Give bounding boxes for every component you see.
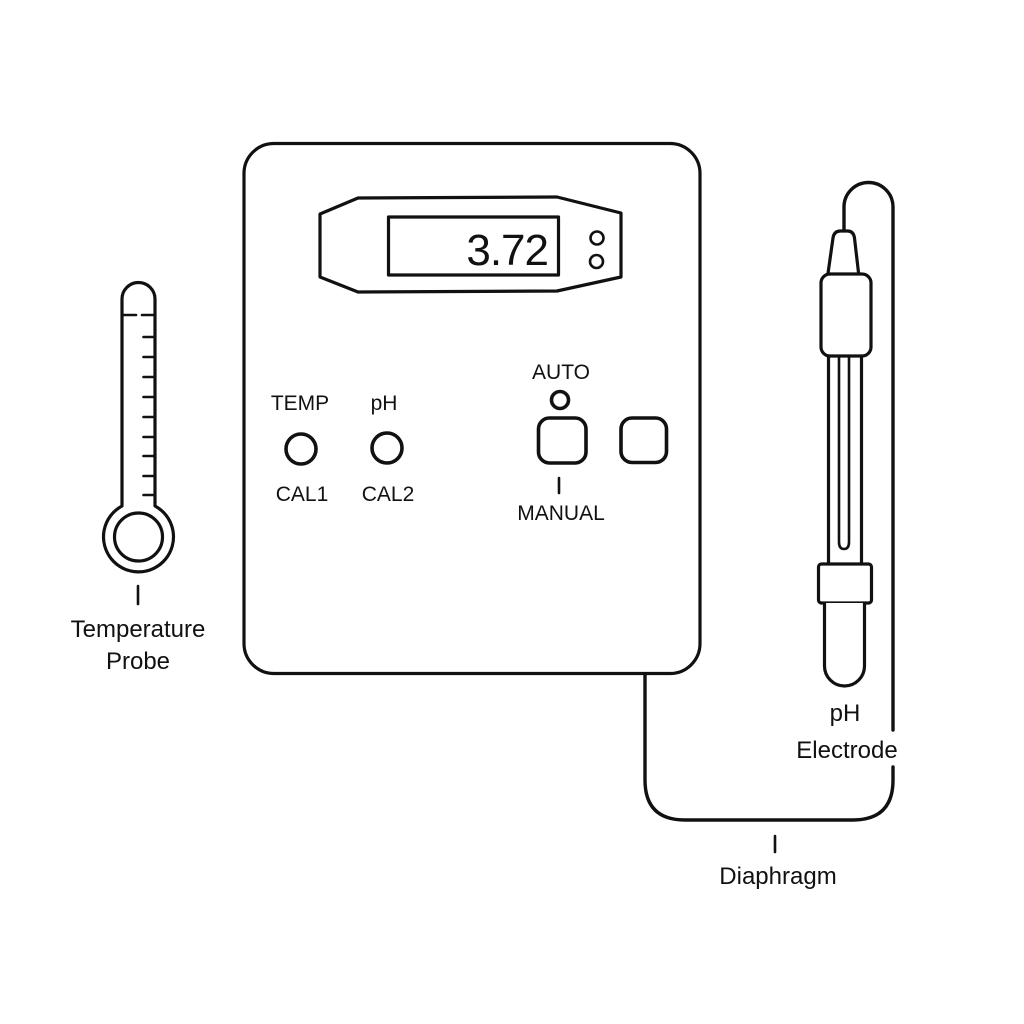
- temperature-probe-label-line1: Temperature: [71, 616, 206, 643]
- electrode-band: [816, 562, 874, 605]
- cable-upper-run: [842, 180, 895, 732]
- temp-label: TEMP: [271, 392, 329, 415]
- ph-electrode-label-line1: pH: [830, 700, 861, 727]
- lcd-display: [386, 215, 561, 277]
- lcd-display-value: 3.72: [466, 226, 548, 275]
- cal1-label: CAL1: [276, 483, 329, 506]
- manual-label: MANUAL: [517, 502, 605, 525]
- ph-electrode: pH Electrode: [796, 229, 898, 764]
- ph-electrode-label-line2: Electrode: [796, 737, 897, 764]
- manual-button: [536, 416, 588, 465]
- thermometer-bulb-inner: [112, 511, 165, 563]
- electrode-inner-tube: [837, 355, 851, 551]
- ph-meter-unit: 3.72 TEMP CAL1 pH CAL2 AUTO MANUAL: [242, 141, 702, 676]
- electrode-collar: [819, 272, 873, 358]
- diaphragm-callout: Diaphragm: [719, 834, 837, 890]
- thermometer-body: [101, 280, 176, 574]
- auto-indicator: [549, 389, 571, 411]
- cable-lower-run: [643, 477, 895, 822]
- electrode-cable: [643, 180, 895, 822]
- cal2-button: [370, 431, 404, 465]
- auto-label: AUTO: [532, 361, 590, 384]
- temperature-probe: Temperature Probe: [71, 280, 206, 675]
- ph-label: pH: [371, 392, 398, 415]
- cal1-button: [284, 432, 318, 466]
- display-indicator-dot-bottom: [588, 253, 605, 270]
- electrode-bulb: [822, 603, 867, 688]
- temperature-probe-label-line2: Probe: [106, 648, 170, 675]
- diaphragm-label: Diaphragm: [719, 863, 836, 890]
- display-indicator-dot-top: [589, 230, 605, 246]
- cal2-label: CAL2: [362, 483, 415, 506]
- electrode-input-button: [619, 416, 669, 465]
- thermometer-scale-ticks: [142, 335, 157, 497]
- electrode-cap: [825, 229, 861, 279]
